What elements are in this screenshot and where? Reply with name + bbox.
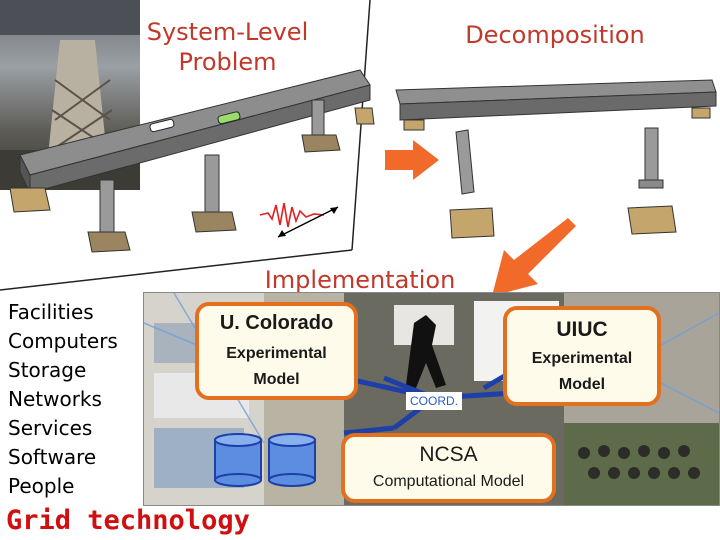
site-name: NCSA bbox=[419, 443, 478, 466]
implementation-title: Implementation bbox=[264, 266, 456, 294]
resource-item: Software bbox=[8, 445, 97, 469]
seismic-wave-icon bbox=[259, 202, 339, 238]
resource-item: Computers bbox=[8, 329, 118, 353]
decompose-arrow-icon bbox=[385, 140, 439, 180]
resource-item: Facilities bbox=[8, 300, 94, 324]
resource-item: Services bbox=[8, 416, 93, 440]
site-name: UIUC bbox=[556, 318, 608, 341]
grid-technology-label: Grid technology bbox=[6, 505, 250, 536]
system-level-title: System-Level Problem bbox=[146, 18, 309, 76]
site-box-uiuc: UIUC Experimental Model bbox=[503, 306, 661, 406]
resource-item: Storage bbox=[8, 358, 87, 382]
decomposed-components-illustration bbox=[395, 79, 717, 239]
grid-resources-list: Facilities Computers Storage Networks Se… bbox=[8, 298, 118, 501]
decomposition-title: Decomposition bbox=[465, 21, 645, 49]
bridge-model-illustration bbox=[9, 69, 375, 253]
resource-item: Networks bbox=[8, 387, 102, 411]
site-name: U. Colorado bbox=[219, 312, 334, 334]
storage-cylinders-icon bbox=[214, 433, 316, 487]
site-subtitle: Experimental Model bbox=[226, 345, 327, 388]
site-subtitle: Computational Model bbox=[372, 473, 525, 490]
resource-item: People bbox=[8, 474, 75, 498]
site-box-colorado: U. Colorado Experimental Model bbox=[195, 302, 358, 400]
site-subtitle: Experimental Model bbox=[531, 350, 633, 393]
implement-arrow-icon bbox=[492, 218, 576, 296]
coordinator-label: COORD. bbox=[406, 392, 462, 410]
site-box-ncsa: NCSA Computational Model bbox=[341, 433, 556, 503]
